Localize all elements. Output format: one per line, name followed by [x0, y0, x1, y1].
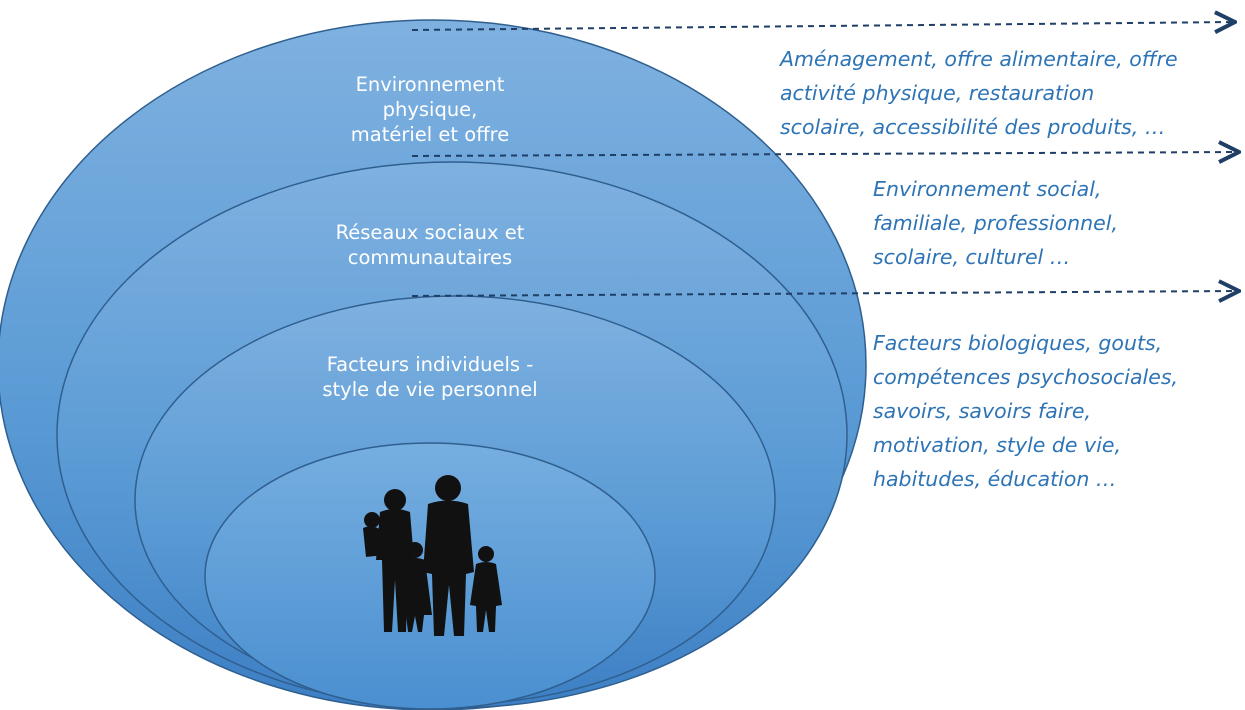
- arrow-level-1: [411, 22, 1233, 30]
- arrow-level-3: [411, 291, 1237, 296]
- label-environment-physique: Environnement physique, matériel et offr…: [350, 73, 510, 146]
- ellipse-center: [204, 442, 656, 710]
- arrow-level-2: [411, 152, 1237, 156]
- description-facteurs-individuels: Facteurs biologiques, gouts, compétences…: [873, 331, 1179, 491]
- description-environment-physique: Aménagement, offre alimentaire, offre ac…: [780, 47, 1178, 139]
- label-reseaux-sociaux: Réseaux sociaux et communautaires: [335, 221, 525, 269]
- family-silhouette-icon: [363, 475, 502, 636]
- label-facteurs-individuels: Facteurs individuels - style de vie pers…: [322, 353, 538, 401]
- description-reseaux-sociaux: Environnement social, familiale, profess…: [873, 177, 1118, 269]
